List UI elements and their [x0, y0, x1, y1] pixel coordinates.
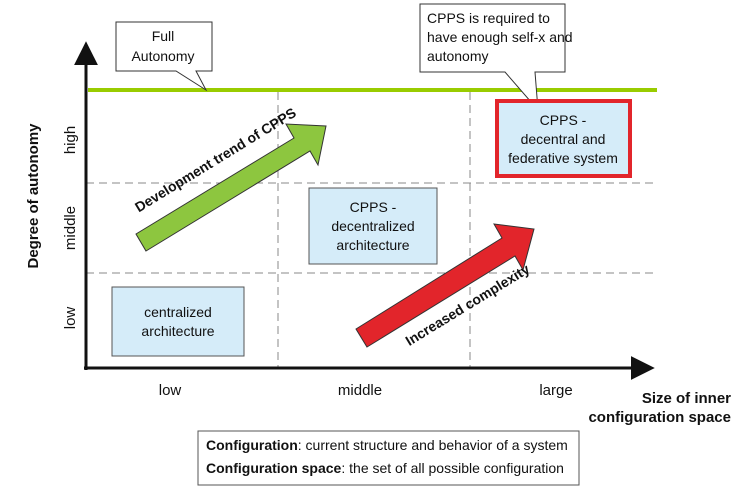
centralized-text-2: architecture: [141, 323, 214, 339]
y-level-low: low: [62, 307, 79, 330]
decentralized-text-1: CPPS -: [350, 199, 397, 215]
full-autonomy-text-1: Full: [152, 28, 175, 44]
x-level-large: large: [539, 382, 572, 399]
federative-text-1: CPPS -: [540, 112, 587, 128]
decentralized-text-2: decentralized: [331, 218, 414, 234]
definitions-box: Configuration: current structure and beh…: [197, 430, 580, 486]
definition-configuration-space-term: Configuration space: [206, 460, 342, 476]
y-level-middle: middle: [62, 206, 79, 250]
decentralized-architecture-box: CPPS - decentralized architecture: [308, 187, 438, 265]
cpps-required-callout: CPPS is required to have enough self-x a…: [419, 3, 573, 112]
x-axis-title-1: Size of inner: [642, 390, 731, 407]
grid-lines: [86, 92, 655, 368]
y-axis-title: Degree of autonomy: [25, 123, 42, 269]
federative-text-2: decentral and: [521, 131, 606, 147]
federative-text-3: federative system: [508, 150, 618, 166]
decentral-federative-box: CPPS - decentral and federative system: [495, 99, 632, 178]
y-level-high: high: [62, 126, 79, 154]
definition-configuration-space-text: : the set of all possible configuration: [341, 460, 564, 476]
centralized-text-1: centralized: [144, 304, 212, 320]
definition-configuration-term: Configuration: [206, 437, 298, 453]
definition-configuration-text: : current structure and behavior of a sy…: [298, 437, 568, 453]
development-trend-arrow: Development trend of CPPS: [132, 104, 327, 252]
full-autonomy-callout: Full Autonomy: [115, 21, 213, 92]
decentralized-text-3: architecture: [336, 237, 409, 253]
x-level-middle: middle: [338, 382, 382, 399]
cpps-required-text-1: CPPS is required to: [427, 10, 550, 26]
x-axis-title-2: configuration space: [588, 409, 731, 426]
x-level-low: low: [159, 382, 182, 399]
cpps-required-text-3: autonomy: [427, 48, 488, 64]
centralized-architecture-box: centralized architecture: [111, 286, 245, 357]
full-autonomy-text-2: Autonomy: [131, 48, 194, 64]
definition-configuration: Configuration: current structure and beh…: [206, 437, 568, 453]
definition-configuration-space: Configuration space: the set of all poss…: [206, 460, 564, 476]
cpps-required-text-2: have enough self-x and: [427, 29, 573, 45]
